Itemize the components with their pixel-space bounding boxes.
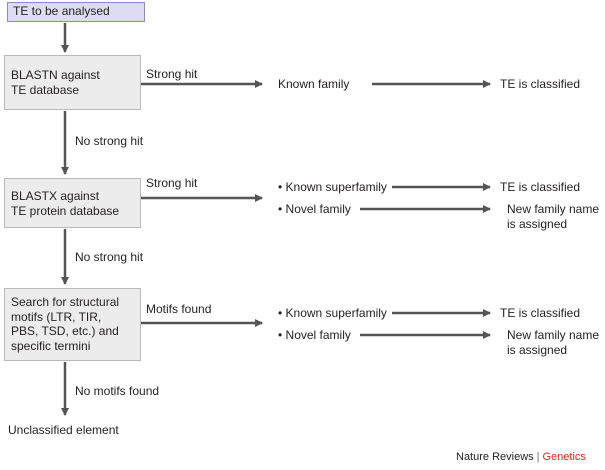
blastx-superfamily-label: • Known superfamily — [278, 180, 387, 194]
motifs-superfamily-outcome: TE is classified — [500, 306, 581, 320]
blastx-line-1: BLASTX against — [11, 189, 100, 203]
motif-line-3: PBS, TSD, etc.) and — [11, 324, 119, 338]
motifs-novel-label: • Novel family — [278, 328, 351, 342]
motifs-superfamily-label: • Known superfamily — [278, 306, 387, 320]
motif-line-2: motifs (LTR, TIR, — [11, 309, 102, 324]
motifs-novel-outcome-line-2: is assigned — [507, 342, 568, 357]
unclassified-element-label: Unclassified element — [8, 423, 119, 437]
motifs-novel-outcome: New family name is assigned — [507, 328, 599, 357]
motifs-novel-outcome-line-1: New family name — [507, 328, 600, 342]
journal-section: Genetics — [542, 451, 586, 463]
start-label: TE to be analysed — [13, 4, 110, 18]
blastn-line-2: TE database — [11, 82, 80, 97]
blastn-line-1: BLASTN against — [11, 68, 100, 82]
blastx-hit-label: Strong hit — [146, 176, 198, 190]
blastn-hit-label: Strong hit — [146, 67, 198, 81]
journal-name: Nature Reviews — [456, 451, 534, 463]
blastx-novel-outcome-line-2: is assigned — [507, 216, 568, 231]
no-motifs-label: No motifs found — [75, 384, 160, 398]
blastx-box: BLASTX against TE protein database — [4, 178, 141, 228]
journal-credit: Nature Reviews|Genetics — [456, 451, 586, 463]
journal-separator: | — [536, 451, 540, 463]
blastx-novel-outcome: New family name is assigned — [507, 202, 599, 231]
motif-line-4: specific termini — [11, 338, 91, 353]
blastx-line-2: TE protein database — [11, 203, 120, 218]
blastn-box: BLASTN against TE database — [4, 55, 141, 110]
known-family-label: Known family — [278, 77, 350, 91]
blastx-novel-outcome-line-1: New family name — [507, 202, 600, 216]
blastx-miss-label: No strong hit — [75, 250, 144, 264]
motif-line-1: Search for structural — [11, 295, 120, 309]
start-box: TE to be analysed — [7, 2, 145, 22]
blastx-novel-label: • Novel family — [278, 202, 351, 216]
blastn-outcome-label: TE is classified — [500, 77, 581, 91]
motifs-found-label: Motifs found — [146, 302, 212, 316]
blastn-miss-label: No strong hit — [75, 134, 144, 148]
blastx-superfamily-outcome: TE is classified — [500, 180, 581, 194]
motif-search-box: Search for structural motifs (LTR, TIR, … — [4, 288, 141, 361]
